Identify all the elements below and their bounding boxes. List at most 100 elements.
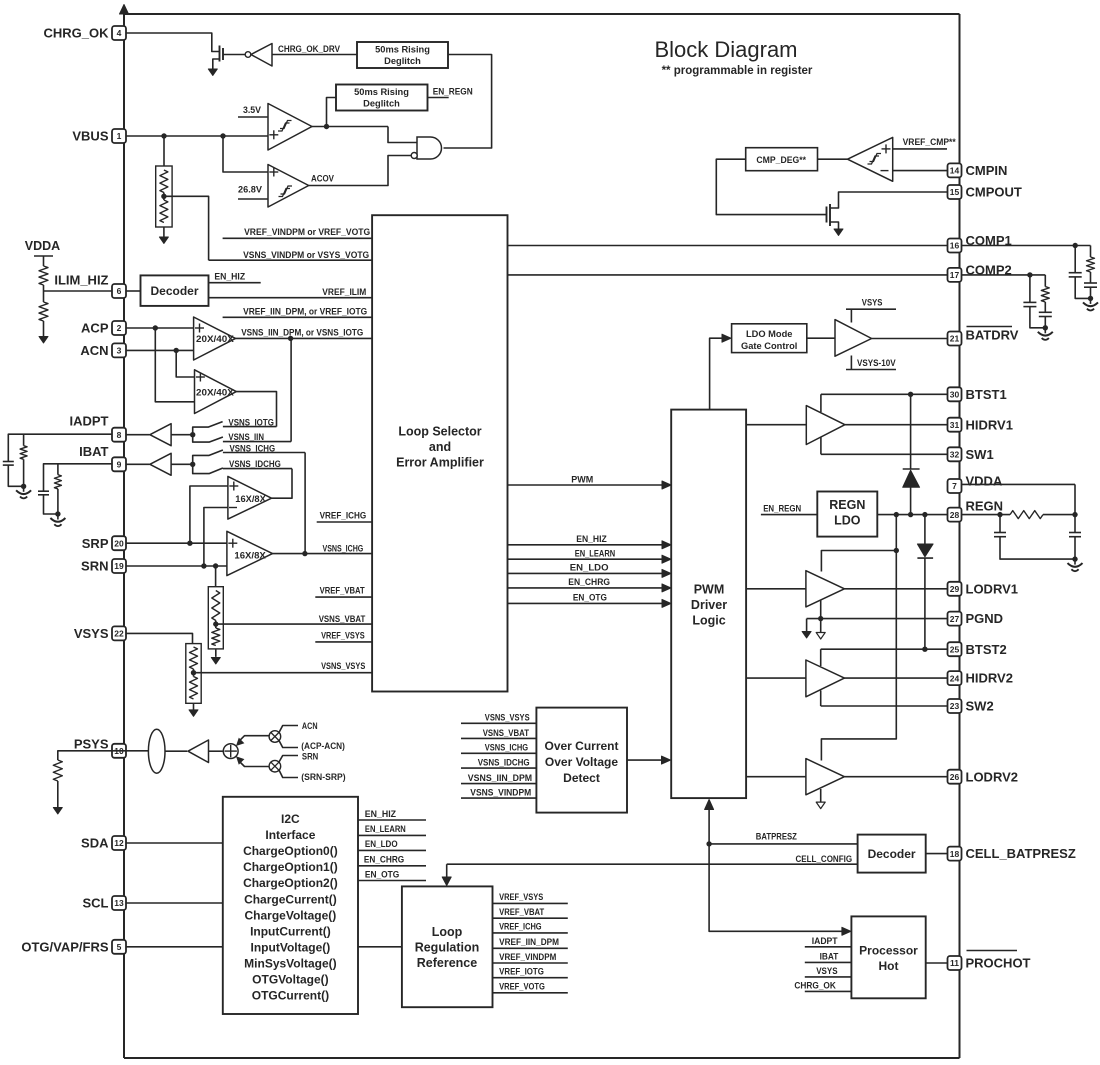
svg-text:ChargeVoltage(): ChargeVoltage() <box>245 908 337 922</box>
svg-text:VSNS_ICHG: VSNS_ICHG <box>323 544 364 554</box>
svg-text:9: 9 <box>117 460 122 470</box>
svg-text:VSNS_VBAT: VSNS_VBAT <box>319 614 366 624</box>
svg-text:VSNS_VINDPM or VSYS_VOTG: VSNS_VINDPM or VSYS_VOTG <box>243 250 369 260</box>
svg-text:25: 25 <box>950 644 960 654</box>
svg-text:31: 31 <box>950 420 960 430</box>
svg-text:CHRG_OK: CHRG_OK <box>43 26 109 41</box>
svg-text:17: 17 <box>950 270 960 280</box>
svg-text:6: 6 <box>117 286 122 296</box>
svg-text:VSNS_IIN_DPM: VSNS_IIN_DPM <box>468 773 533 783</box>
svg-text:VSYS: VSYS <box>816 966 837 976</box>
svg-text:and: and <box>429 440 451 454</box>
svg-text:26: 26 <box>950 772 960 782</box>
svg-text:15: 15 <box>950 187 960 197</box>
svg-text:Loop Selector: Loop Selector <box>398 425 481 439</box>
svg-text:ILIM_HIZ: ILIM_HIZ <box>54 273 108 288</box>
svg-text:(ACP-ACN): (ACP-ACN) <box>301 741 345 751</box>
svg-text:VREF_IOTG: VREF_IOTG <box>499 967 544 977</box>
svg-text:1: 1 <box>117 131 122 141</box>
svg-text:2: 2 <box>117 323 122 333</box>
svg-text:CELL_CONFIG: CELL_CONFIG <box>796 854 853 864</box>
svg-text:24: 24 <box>950 673 960 683</box>
svg-text:ACOV: ACOV <box>311 173 335 183</box>
svg-text:BATDRV: BATDRV <box>966 328 1019 343</box>
svg-text:IADPT: IADPT <box>70 414 109 429</box>
svg-text:IBAT: IBAT <box>79 444 108 459</box>
svg-text:VREF_VBAT: VREF_VBAT <box>499 907 544 917</box>
svg-text:Decoder: Decoder <box>868 847 916 861</box>
svg-text:VREF_IIN_DPM: VREF_IIN_DPM <box>499 937 559 947</box>
svg-text:Processor: Processor <box>859 944 918 958</box>
svg-text:CMPIN: CMPIN <box>966 163 1008 178</box>
svg-text:VSNS_ICHG: VSNS_ICHG <box>230 443 276 453</box>
svg-text:CMP_DEG**: CMP_DEG** <box>756 155 806 165</box>
svg-text:InputCurrent(): InputCurrent() <box>250 924 331 938</box>
svg-text:ChargeOption2(): ChargeOption2() <box>243 876 338 890</box>
svg-text:BTST1: BTST1 <box>966 387 1007 402</box>
svg-text:EN_LEARN: EN_LEARN <box>575 548 616 558</box>
svg-text:SW1: SW1 <box>966 447 994 462</box>
svg-text:3.5V: 3.5V <box>243 105 262 115</box>
svg-text:CHRG_OK: CHRG_OK <box>794 981 836 991</box>
svg-text:VREF_VOTG: VREF_VOTG <box>499 982 545 992</box>
svg-text:EN_REGN: EN_REGN <box>433 87 473 97</box>
svg-text:LODRV1: LODRV1 <box>966 581 1019 596</box>
svg-text:REGN: REGN <box>966 498 1004 513</box>
svg-text:30: 30 <box>950 390 960 400</box>
svg-text:50ms Rising: 50ms Rising <box>354 87 409 97</box>
svg-text:PGND: PGND <box>966 611 1004 626</box>
svg-text:Driver: Driver <box>691 598 727 612</box>
svg-text:SW2: SW2 <box>966 699 994 714</box>
svg-text:LDO Mode: LDO Mode <box>746 329 792 339</box>
svg-text:20: 20 <box>114 538 124 548</box>
svg-text:ACN: ACN <box>80 343 108 358</box>
svg-text:12: 12 <box>114 838 124 848</box>
svg-text:Over Voltage: Over Voltage <box>545 755 618 769</box>
svg-text:EN_OTG: EN_OTG <box>365 869 399 879</box>
svg-text:VSNS_VSYS: VSNS_VSYS <box>321 661 365 671</box>
svg-text:MinSysVoltage(): MinSysVoltage() <box>244 957 336 971</box>
svg-text:VSNS_VINDPM: VSNS_VINDPM <box>470 788 531 798</box>
svg-text:VSNS_IIN: VSNS_IIN <box>228 432 264 442</box>
svg-text:ACN: ACN <box>302 721 318 731</box>
svg-text:SCL: SCL <box>83 896 109 911</box>
svg-text:PSYS: PSYS <box>74 737 109 752</box>
svg-text:5: 5 <box>117 942 122 952</box>
svg-text:Deglitch: Deglitch <box>363 99 400 109</box>
svg-text:Logic: Logic <box>692 614 725 628</box>
svg-text:EN_LEARN: EN_LEARN <box>365 824 406 834</box>
svg-text:VREF_VINDPM: VREF_VINDPM <box>499 952 556 962</box>
svg-text:Block Diagram: Block Diagram <box>654 37 797 62</box>
svg-text:21: 21 <box>950 334 960 344</box>
svg-text:16X/8X: 16X/8X <box>234 551 266 561</box>
svg-text:ChargeOption0(): ChargeOption0() <box>243 844 338 858</box>
svg-text:ChargeCurrent(): ChargeCurrent() <box>244 892 337 906</box>
svg-text:VDDA: VDDA <box>25 239 60 253</box>
svg-text:BATPRESZ: BATPRESZ <box>756 831 797 841</box>
svg-text:SRN: SRN <box>81 559 108 574</box>
svg-text:ChargeOption1(): ChargeOption1() <box>243 860 338 874</box>
svg-text:EN_HIZ: EN_HIZ <box>214 272 245 282</box>
svg-text:VSNS_ICHG: VSNS_ICHG <box>485 743 528 753</box>
svg-text:Loop: Loop <box>432 925 463 939</box>
svg-text:COMP1: COMP1 <box>966 233 1012 248</box>
svg-text:ACP: ACP <box>81 321 109 336</box>
svg-text:Decoder: Decoder <box>150 284 198 298</box>
svg-text:13: 13 <box>114 898 124 908</box>
svg-text:28: 28 <box>950 510 960 520</box>
svg-text:11: 11 <box>950 958 959 968</box>
svg-text:CHRG_OK_DRV: CHRG_OK_DRV <box>278 44 341 54</box>
svg-text:VDDA: VDDA <box>966 474 1003 489</box>
svg-text:3: 3 <box>117 346 122 356</box>
svg-text:EN_HIZ: EN_HIZ <box>365 809 397 819</box>
svg-text:PWM: PWM <box>694 583 725 597</box>
svg-text:HIDRV2: HIDRV2 <box>966 671 1013 686</box>
svg-text:EN_OTG: EN_OTG <box>573 593 607 603</box>
svg-text:VREF_VINDPM or VREF_VOTG: VREF_VINDPM or VREF_VOTG <box>244 227 370 237</box>
svg-text:CMPOUT: CMPOUT <box>966 185 1022 200</box>
svg-text:Gate Control: Gate Control <box>741 341 797 351</box>
svg-text:VSNS_IDCHG: VSNS_IDCHG <box>229 459 281 469</box>
svg-text:VREF_CMP**: VREF_CMP** <box>903 137 956 147</box>
svg-text:EN_CHRG: EN_CHRG <box>568 577 610 587</box>
svg-text:PROCHOT: PROCHOT <box>966 956 1031 971</box>
